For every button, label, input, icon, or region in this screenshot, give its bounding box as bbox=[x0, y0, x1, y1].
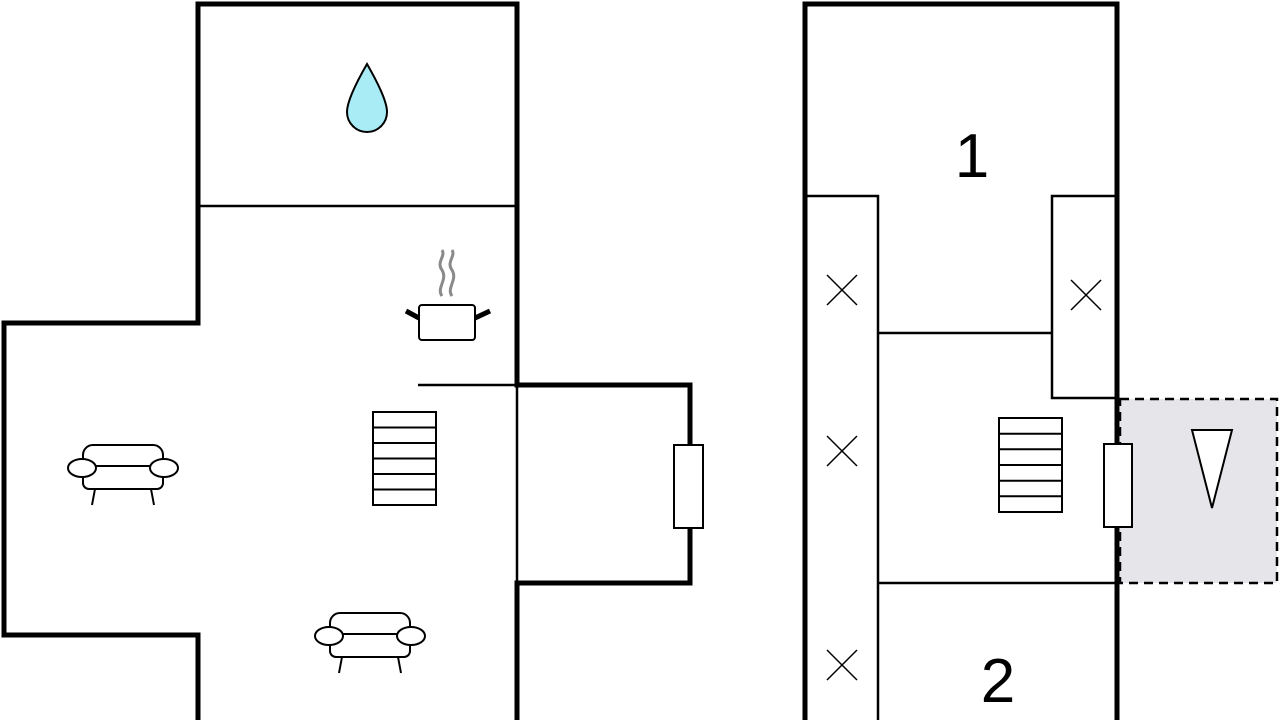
right-outer-walls bbox=[802, 1, 1120, 720]
x-mark-icon bbox=[826, 435, 858, 467]
stairs-icon bbox=[372, 411, 437, 506]
cooking-pot-icon bbox=[404, 249, 492, 341]
sofa-icon bbox=[314, 612, 426, 674]
x-mark-icon bbox=[1070, 279, 1102, 311]
left-floor bbox=[1, 1, 704, 720]
left-outer-walls bbox=[1, 1, 693, 720]
x-mark-icon bbox=[826, 649, 858, 681]
water-drop-icon bbox=[345, 61, 389, 133]
room-label-2: 2 bbox=[981, 647, 1015, 716]
terrace-arrow-icon bbox=[1190, 429, 1234, 509]
window bbox=[673, 444, 704, 529]
interior-walls bbox=[805, 194, 1117, 720]
window bbox=[1103, 443, 1133, 528]
x-mark-icon bbox=[826, 274, 858, 306]
sofa-icon bbox=[67, 444, 179, 506]
terrace-area bbox=[1118, 397, 1279, 585]
cross-marks bbox=[826, 274, 1102, 681]
right-floor: 1 2 bbox=[802, 1, 1279, 720]
room-label-1: 1 bbox=[955, 122, 989, 191]
stairs-icon bbox=[998, 417, 1063, 513]
